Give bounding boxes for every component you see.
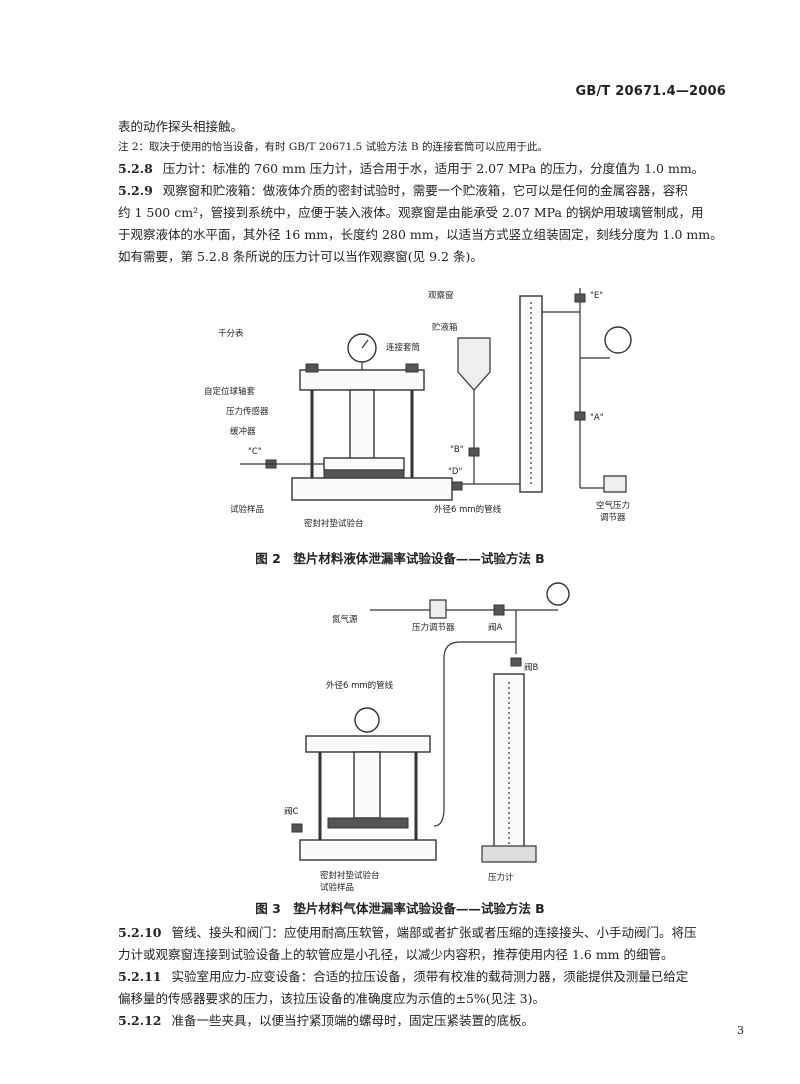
- manometer-tube: [493, 673, 525, 859]
- label-observation-window: 观察窗: [428, 290, 454, 301]
- label-manometer: 压力计: [488, 872, 514, 883]
- clause-number: 5.2.12: [118, 1013, 162, 1028]
- label-air-regulator-l2: 调节器: [600, 513, 626, 523]
- clause-text-l3: 于观察液体的水平面，其外径 16 mm，长度约 280 mm，以适当方式竖立组装…: [118, 227, 723, 242]
- label-tube-od6: 外径6 mm的管线: [434, 504, 502, 515]
- clause-5-2-11: 5.2.11 实验室用应力-应变设备：合适的拉压设备，须带有校准的载荷测力器，须能…: [118, 966, 746, 1010]
- label-dial-gauge: 千分表: [218, 328, 244, 339]
- label-air-regulator-l1: 空气压力: [596, 500, 630, 511]
- valve-a-icon: [493, 604, 505, 616]
- clause-text-l1: 管线、接头和阀门：应使用耐高压软管，端部或者扩张或者压缩的连接接头、小手动阀门。…: [171, 925, 697, 940]
- clause-text: 准备一些夹具，以便当拧紧顶端的螺母时，固定压紧装置的底板。: [171, 1013, 535, 1028]
- label-pressure-regulator: 压力调节器: [412, 622, 455, 633]
- nut-right: [405, 363, 419, 373]
- clause-5-2-9: 5.2.9 观察窗和贮液箱：做液体介质的密封试验时，需要一个贮液箱，它可以是任何的…: [118, 180, 746, 268]
- clause-number: 5.2.10: [118, 925, 162, 940]
- label-valve-c: 阀C: [284, 807, 299, 817]
- pressure-gauge-icon: [546, 582, 570, 606]
- label-tube-od6: 外径6 mm的管线: [326, 680, 394, 691]
- page-number: 3: [737, 1024, 744, 1037]
- label-load-cell: 压力传感器: [226, 406, 269, 417]
- label-valve-b: "B": [450, 445, 464, 455]
- clause-text-l2: 约 1 500 cm²，管接到系统中，应便于装入液体。观察窗是由能承受 2.07…: [118, 205, 704, 220]
- label-valve-a: "A": [590, 413, 604, 423]
- clause-5-2-10: 5.2.10 管线、接头和阀门：应使用耐高压软管，端部或者扩张或者压缩的连接接头、…: [118, 922, 746, 966]
- nut-left: [305, 363, 319, 373]
- clause-number: 5.2.9: [118, 183, 153, 198]
- figure-3-caption: 图 3 垫片材料气体泄漏率试验设备——试验方法 B: [255, 901, 545, 916]
- standard-number: GB/T 20671.4—2006: [575, 84, 726, 99]
- clause-5-2-12: 5.2.12 准备一些夹具，以便当拧紧顶端的螺母时，固定压紧装置的底板。: [118, 1010, 746, 1032]
- label-valve-e: "E": [590, 291, 603, 301]
- label-nitrogen-source: 氮气源: [332, 614, 358, 625]
- label-valve-b: 阀B: [524, 663, 539, 673]
- clause-number: 5.2.11: [118, 969, 162, 984]
- air-regulator-icon: [603, 475, 627, 493]
- pressure-gauge-icon: [604, 326, 632, 354]
- figure-3-diagram: 氮气源 压力调节器 阀A 阀B 外径6 mm的管线 阀C 密封衬垫试验台 试验样…: [284, 582, 570, 893]
- continued-line: 表的动作探头相接触。: [118, 119, 244, 134]
- load-column: [353, 751, 381, 819]
- dial-gauge-icon: [354, 707, 380, 733]
- top-crosshead: [305, 735, 431, 753]
- label-valve-d: "D": [448, 467, 462, 477]
- valve-b-icon: [468, 447, 480, 457]
- clause-5-2-8: 5.2.8 压力计：标准的 760 mm 压力计，适合用于水，适用于 2.07 M…: [118, 158, 746, 180]
- manometer-base: [481, 845, 537, 863]
- clause-text-l1: 实验室用应力-应变设备：合适的拉压设备，须带有校准的载荷测力器，须能提供及测量已…: [171, 969, 689, 984]
- valve-a-icon: [574, 411, 586, 421]
- valve-c-icon: [291, 823, 303, 833]
- base-plate: [291, 477, 453, 501]
- fixture-platen: [323, 457, 405, 471]
- pressure-regulator-icon: [429, 599, 447, 619]
- top-crosshead: [299, 369, 425, 391]
- label-valve-c: "C": [248, 447, 262, 457]
- clause-text-l2: 力计或观察窗连接到试验设备上的软管应是小孔径，以减少内容积，推荐使用内径 1.6…: [118, 947, 674, 962]
- clause-text-l1: 观察窗和贮液箱：做液体介质的密封试验时，需要一个贮液箱，它可以是任何的金属容器，…: [162, 183, 688, 198]
- clause-text-l4: 如有需要，第 5.2.8 条所说的压力计可以当作观察窗(见 9.2 条)。: [118, 249, 483, 264]
- label-sealed-fixture: 密封衬垫试验台: [304, 518, 364, 529]
- label-self-aligning-nut: 自定位球轴套: [204, 386, 256, 397]
- label-buffer: 缓冲器: [230, 426, 256, 437]
- valve-d-icon: [451, 481, 463, 491]
- specimen-layer: [327, 817, 409, 829]
- note-2: 注 2：取决于使用的恰当设备，有时 GB/T 20671.5 试验方法 B 的连…: [118, 141, 548, 153]
- base-plate: [299, 839, 437, 861]
- label-test-specimen: 试验样品: [230, 504, 264, 515]
- label-sealed-fixture: 密封衬垫试验台: [320, 870, 380, 881]
- label-valve-a: 阀A: [488, 623, 503, 633]
- figure-2-caption: 图 2 垫片材料液体泄漏率试验设备——试验方法 B: [255, 551, 545, 566]
- clause-text: 压力计：标准的 760 mm 压力计，适合用于水，适用于 2.07 MPa 的压…: [162, 161, 705, 176]
- valve-e-icon: [574, 293, 586, 303]
- label-reservoir: 贮液箱: [432, 322, 458, 333]
- label-connection-sleeve: 连接套筒: [386, 342, 420, 353]
- valve-b-icon: [510, 657, 522, 667]
- specimen-layer: [323, 469, 405, 479]
- clause-text-l2: 偏移量的传感器要求的压力，该拉压设备的准确度应为示值的±5%(见注 3)。: [118, 991, 545, 1006]
- reservoir-icon: [457, 337, 491, 391]
- figure-2-diagram: 观察窗 千分表 连接套筒 贮液箱 自定位球轴套 压力传感器 缓冲器 "C" "B…: [204, 288, 632, 529]
- label-test-specimen: 试验样品: [320, 882, 354, 893]
- clause-number: 5.2.8: [118, 161, 153, 176]
- load-cell-column: [349, 389, 375, 461]
